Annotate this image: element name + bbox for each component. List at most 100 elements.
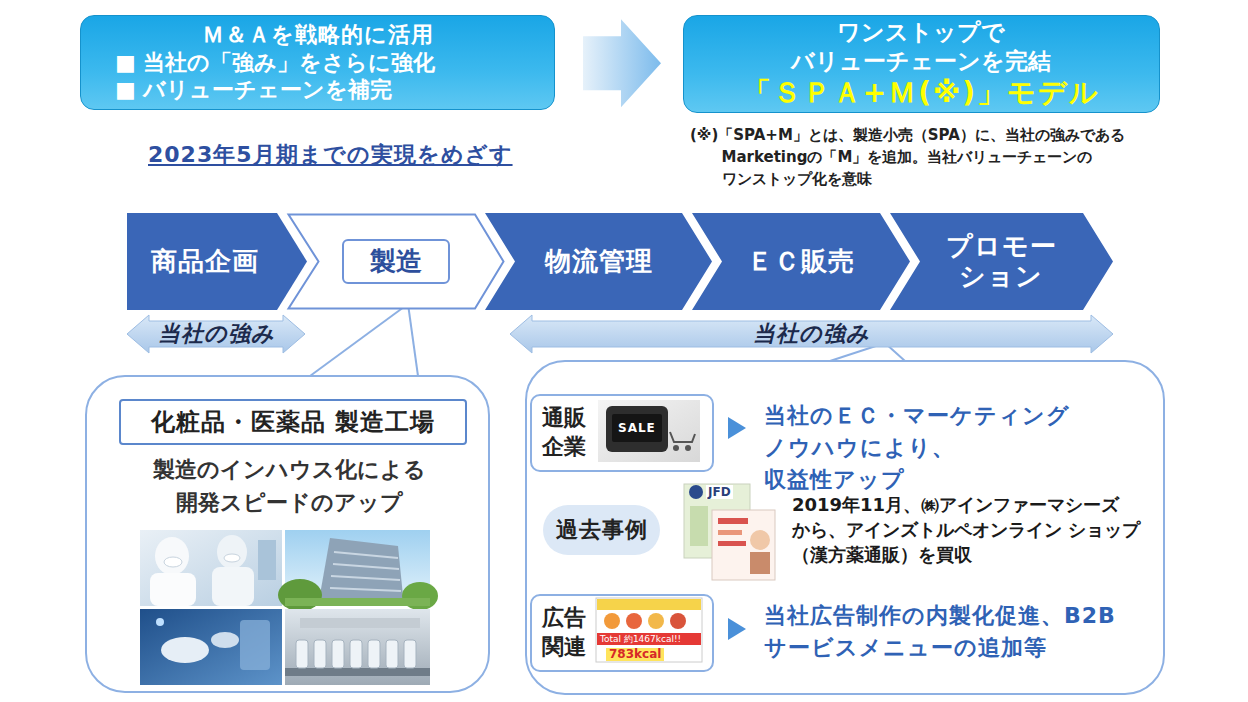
smartphone-photo xyxy=(685,445,691,451)
chevron-shape xyxy=(485,213,712,310)
callout-text: 当社のＥＣ・マーケティング ノウハウにより、収益性アップ xyxy=(764,400,1094,496)
clean-room-photo xyxy=(140,609,282,685)
book-covers-photo xyxy=(718,530,742,535)
bottling-line-photo xyxy=(404,640,416,668)
bottling-line-photo xyxy=(296,640,308,668)
ad-banner-text: 783kcal xyxy=(606,648,664,661)
clean-room-photo xyxy=(140,609,282,685)
lab-workers-photo xyxy=(217,535,247,569)
smartphone-photo xyxy=(606,406,668,452)
double-arrow-shape xyxy=(510,315,1113,353)
book-covers-photo xyxy=(718,518,748,524)
advertisement-photo xyxy=(626,613,642,629)
factory-building-photo xyxy=(333,564,399,569)
factory-building-photo xyxy=(318,538,404,606)
book-covers-photo xyxy=(684,484,775,580)
callout-tail xyxy=(310,304,418,376)
advertisement-photo xyxy=(648,613,664,629)
process-label: 製造 xyxy=(342,239,450,284)
clean-room-photo xyxy=(161,637,209,663)
chevron-shape xyxy=(127,213,307,310)
process-chevron: 物流管理 xyxy=(485,213,712,310)
process-chevron: ＥＣ販売 xyxy=(692,213,910,310)
lab-workers-photo xyxy=(140,530,282,606)
case-text: 過去事例 xyxy=(556,515,648,545)
smartphone-photo xyxy=(670,432,695,442)
block-arrow xyxy=(583,19,661,107)
smartphone-photo xyxy=(612,414,662,442)
factory-building-photo xyxy=(331,576,400,580)
process-label: ＥＣ販売 xyxy=(747,247,855,277)
header-text: 化粧品・医薬品 製造工場 xyxy=(151,406,435,438)
model-text: ワンストップで バリューチェーンを完結 xyxy=(788,18,1055,76)
bottling-line-photo xyxy=(314,640,326,668)
bottling-line-photo xyxy=(350,640,362,668)
callout-bubble: 当社のＥＣ・マーケティング ノウハウにより、収益性アップ2019年11月、㈱アイ… xyxy=(525,360,1165,695)
lab-workers-photo xyxy=(150,573,196,606)
callout-text: 2019年11月、㈱アインファーマシーズ から、アインズトルペオンライン ショッ… xyxy=(792,492,1154,568)
book-covers-photo xyxy=(690,506,708,546)
chevron-shape xyxy=(890,213,1113,310)
strength-label: 当社の強み xyxy=(753,319,870,349)
callout-bubble: 製造のインハウス化による 開発スピードのアップ化粧品・医薬品 製造工場 xyxy=(85,375,490,693)
ad-banner-text: Total 約1467kcal!! xyxy=(600,634,681,645)
case-pill: 過去事例 xyxy=(543,505,660,555)
process-chevron: 製造 xyxy=(287,213,505,310)
book-covers-photo xyxy=(718,541,746,546)
lab-workers-photo xyxy=(258,540,276,580)
strength-label: 当社の強み xyxy=(158,319,275,349)
bottling-line-photo xyxy=(386,640,398,668)
bottling-line-photo xyxy=(368,640,380,668)
double-arrow-shape xyxy=(127,315,305,353)
book-covers-photo xyxy=(712,510,775,580)
target-heading: 2023年5月期までの実現をめざす xyxy=(148,140,513,170)
callout-tail xyxy=(310,304,408,376)
bottling-line-photo xyxy=(285,609,430,685)
advertisement-photo xyxy=(597,599,701,610)
strategy-text: ■ 当社の「強み」をさらに強化 xyxy=(101,49,534,77)
strength-band: 当社の強み xyxy=(127,315,305,353)
process-label: 商品企画 xyxy=(151,247,259,277)
lab-workers-photo xyxy=(212,567,254,606)
factory-building-photo xyxy=(330,588,401,591)
smartphone-photo xyxy=(598,400,700,462)
lab-workers-photo xyxy=(224,554,240,562)
process-chevron: 商品企画 xyxy=(127,213,307,310)
advertisement-photo xyxy=(604,613,620,629)
process-label: 物流管理 xyxy=(545,247,653,277)
bottling-line-photo xyxy=(285,668,430,676)
strategy-text: Ｍ＆Ａを戦略的に活用 xyxy=(101,21,534,49)
bottling-line-photo xyxy=(332,640,344,668)
strength-band: 当社の強み xyxy=(510,315,1113,353)
callout-text: 当社広告制作の内製化促進、B2B サービスメニューの追加等 xyxy=(764,600,1136,664)
pointer-triangle xyxy=(728,618,746,640)
category-text: 通販 企業 xyxy=(542,404,599,461)
lab-workers-photo xyxy=(164,557,182,567)
smartphone-photo xyxy=(673,445,679,451)
factory-building-photo xyxy=(285,598,430,606)
book-covers-photo xyxy=(689,485,703,499)
lab-workers-photo xyxy=(140,530,282,606)
lab-workers-photo xyxy=(155,537,189,575)
process-label: プロモーション xyxy=(946,232,1058,292)
model-box: ワンストップで バリューチェーンを完結「ＳＰＡ+Ｍ(※)」モデル xyxy=(683,15,1160,113)
book-covers-photo xyxy=(750,530,770,550)
strategy-box: Ｍ＆Ａを戦略的に活用■ 当社の「強み」をさらに強化■ バリューチェーンを補完 xyxy=(80,15,555,110)
book-logo-text: JFD xyxy=(706,485,733,499)
model-text: 「ＳＰＡ+Ｍ(※)」モデル xyxy=(743,75,1100,110)
advertisement-photo xyxy=(596,598,702,662)
strategy-text: ■ バリューチェーンを補完 xyxy=(101,76,534,104)
bottling-line-photo xyxy=(285,609,430,685)
category-text: 広告 関連 xyxy=(542,604,599,661)
footnote: (※)「SPA+M」とは、製造小売（SPA）に、当社の強みである Marketi… xyxy=(690,125,1190,190)
clean-room-photo xyxy=(156,618,164,626)
pointer-triangle xyxy=(728,417,746,439)
callout-tail xyxy=(408,304,418,376)
factory-building-photo xyxy=(278,530,438,611)
factory-building-photo xyxy=(278,579,322,611)
callout-tail xyxy=(310,304,418,376)
advertisement-photo xyxy=(597,633,701,645)
factory-building-photo xyxy=(334,552,398,558)
advertisement-photo xyxy=(596,598,702,662)
